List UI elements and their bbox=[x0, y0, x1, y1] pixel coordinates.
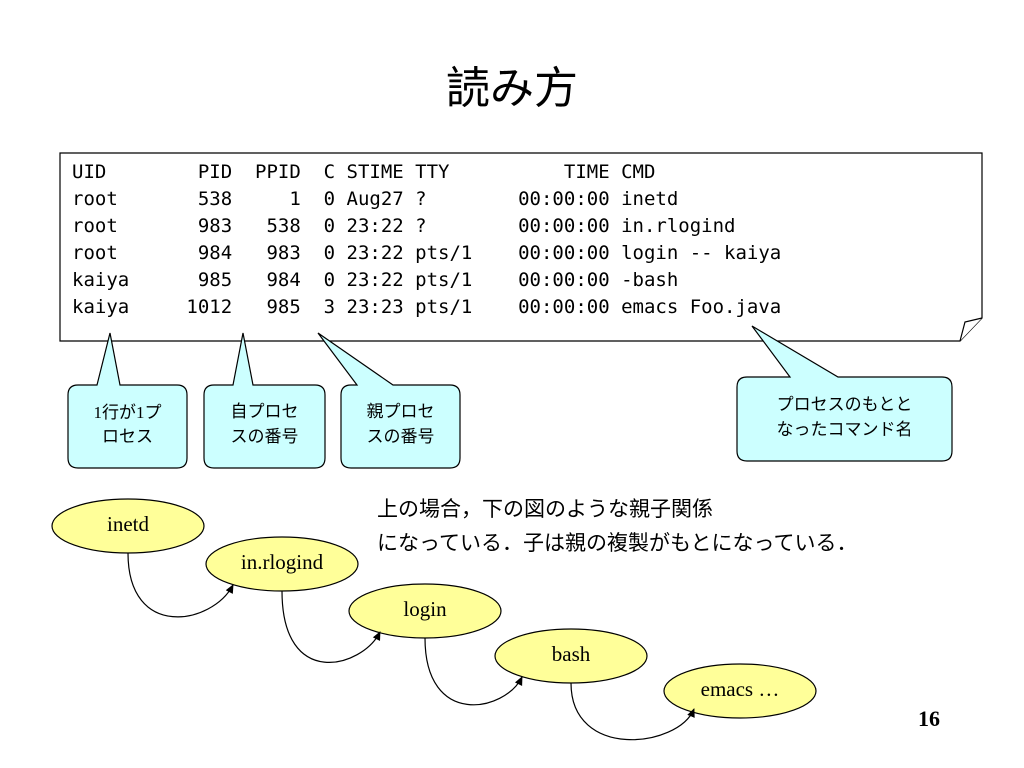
tree-label-in-rlogind: in.rlogind bbox=[240, 550, 324, 574]
tree-node-emacs bbox=[663, 663, 817, 719]
callout-line: 親プロセ bbox=[366, 402, 435, 422]
callout-line: 自プロセ bbox=[230, 402, 299, 422]
ps-row: root 538 1 0 Aug27 ? 00:00:00 inetd bbox=[72, 188, 679, 210]
callout-pid-text: 自プロセ スの番号 bbox=[204, 400, 325, 450]
callout-line: なったコマンド名 bbox=[776, 420, 913, 440]
ps-row: kaiya 1012 985 3 23:23 pts/1 00:00:00 em… bbox=[72, 296, 782, 318]
ps-row: kaiya 985 984 0 23:22 pts/1 00:00:00 -ba… bbox=[72, 269, 679, 291]
callout-ppid-text: 親プロセ スの番号 bbox=[341, 400, 460, 450]
callout-line: ロセス bbox=[102, 427, 153, 447]
explanation-note: 上の場合，下の図のような親子関係 になっている．子は親の複製がもとになっている． bbox=[377, 492, 857, 560]
tree-label-login: login bbox=[403, 597, 447, 621]
tree-label-inetd: inetd bbox=[107, 512, 149, 536]
callout-ppid-shape bbox=[317, 332, 461, 469]
callout-line: スの番号 bbox=[230, 427, 299, 447]
tree-label-emacs: emacs … bbox=[700, 677, 780, 701]
callout-pid-shape bbox=[203, 332, 326, 469]
arrow-login-to-bash bbox=[424, 637, 523, 706]
callout-row-process-text: 1行が1プ ロセス bbox=[68, 400, 187, 450]
ps-row: root 983 538 0 23:22 ? 00:00:00 in.rlogi… bbox=[72, 215, 736, 237]
callout-cmd-text: プロセスのもとと なったコマンド名 bbox=[737, 393, 952, 443]
callout-row-process-shape bbox=[67, 332, 188, 469]
callout-line: スの番号 bbox=[366, 427, 435, 447]
explanation-line: になっている．子は親の複製がもとになっている． bbox=[377, 531, 858, 555]
ps-header-row: UID PID PPID C STIME TTY TIME CMD bbox=[72, 161, 656, 183]
callout-cmd-shape bbox=[736, 325, 953, 462]
arrow-bash-to-emacs bbox=[570, 682, 695, 741]
slide-title: 読み方 bbox=[446, 63, 578, 114]
tree-label-bash: bash bbox=[551, 642, 591, 666]
explanation-line: 上の場合，下の図のような親子関係 bbox=[377, 497, 713, 521]
ps-row: root 984 983 0 23:22 pts/1 00:00:00 logi… bbox=[72, 242, 782, 264]
ps-box-folded-corner bbox=[959, 317, 983, 342]
callout-line: 1行が1プ bbox=[93, 403, 162, 422]
callout-line: プロセスのもとと bbox=[776, 395, 913, 415]
arrow-rlogind-to-login bbox=[281, 590, 381, 663]
arrow-inetd-to-rlogind bbox=[127, 552, 234, 618]
page-number: 16 bbox=[918, 706, 940, 731]
